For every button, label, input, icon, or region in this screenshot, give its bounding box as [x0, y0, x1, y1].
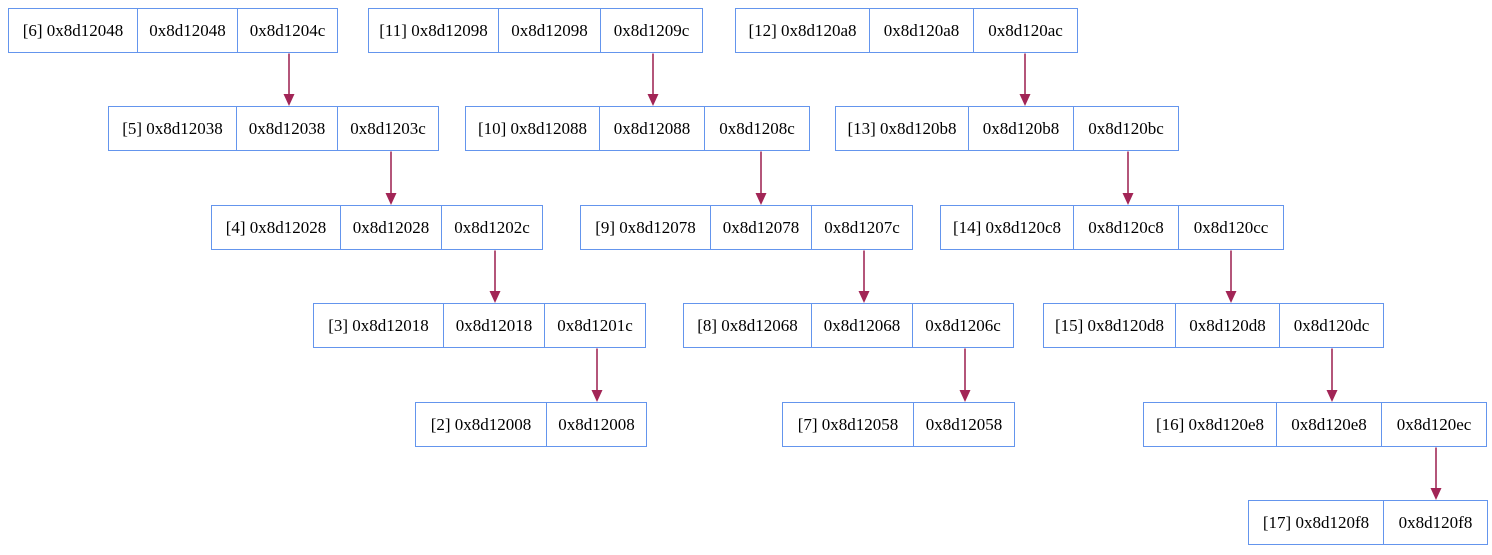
node-9-address-cell-1: 0x8d12078	[710, 205, 812, 250]
node-4-index-cell: [4] 0x8d12028	[211, 205, 341, 250]
node-15-address-cell-1: 0x8d120d8	[1175, 303, 1280, 348]
node-5-index-cell: [5] 0x8d12038	[108, 106, 237, 151]
node-11-address-cell-1: 0x8d12098	[498, 8, 601, 53]
edge-14-to-15-arrowhead-icon	[1225, 291, 1237, 303]
edge-3-to-2-arrowhead-icon	[591, 390, 603, 402]
node-11-index-cell: [11] 0x8d12098	[368, 8, 499, 53]
node-14-address-cell-1: 0x8d120c8	[1073, 205, 1179, 250]
node-11-address-cell-2: 0x8d1209c	[600, 8, 703, 53]
node-9-index-cell: [9] 0x8d12078	[580, 205, 711, 250]
node-10-address-cell-1: 0x8d12088	[599, 106, 705, 151]
edge-11-to-10-arrowhead-icon	[647, 94, 659, 106]
node-17-index-cell: [17] 0x8d120f8	[1248, 500, 1384, 545]
node-13-address-cell-1: 0x8d120b8	[968, 106, 1074, 151]
node-12-index-cell: [12] 0x8d120a8	[735, 8, 870, 53]
node-2-address-cell-1: 0x8d12008	[546, 402, 647, 447]
node-12-address-cell-2: 0x8d120ac	[973, 8, 1078, 53]
node-6-index-cell: [6] 0x8d12048	[8, 8, 138, 53]
node-16-index-cell: [16] 0x8d120e8	[1143, 402, 1277, 447]
node-16-address-cell-2: 0x8d120ec	[1381, 402, 1487, 447]
node-3-address-cell-2: 0x8d1201c	[544, 303, 646, 348]
node-8-index-cell: [8] 0x8d12068	[683, 303, 812, 348]
node-3-address-cell-1: 0x8d12018	[443, 303, 545, 348]
node-12-address-cell-1: 0x8d120a8	[869, 8, 974, 53]
edge-8-to-7-arrowhead-icon	[959, 390, 971, 402]
node-6-address-cell-1: 0x8d12048	[137, 8, 238, 53]
node-14-index-cell: [14] 0x8d120c8	[940, 205, 1074, 250]
node-10-index-cell: [10] 0x8d12088	[465, 106, 600, 151]
node-4-address-cell-1: 0x8d12028	[340, 205, 442, 250]
node-13-index-cell: [13] 0x8d120b8	[835, 106, 969, 151]
edge-6-to-5-arrowhead-icon	[283, 94, 295, 106]
node-14-address-cell-2: 0x8d120cc	[1178, 205, 1284, 250]
node-5-address-cell-2: 0x8d1203c	[337, 106, 439, 151]
node-13-address-cell-2: 0x8d120bc	[1073, 106, 1179, 151]
node-2-index-cell: [2] 0x8d12008	[415, 402, 547, 447]
edge-9-to-8-arrowhead-icon	[858, 291, 870, 303]
node-8-address-cell-2: 0x8d1206c	[912, 303, 1014, 348]
edge-15-to-16-arrowhead-icon	[1326, 390, 1338, 402]
node-15-index-cell: [15] 0x8d120d8	[1043, 303, 1176, 348]
node-7-index-cell: [7] 0x8d12058	[782, 402, 914, 447]
node-3-index-cell: [3] 0x8d12018	[313, 303, 444, 348]
node-4-address-cell-2: 0x8d1202c	[441, 205, 543, 250]
node-16-address-cell-1: 0x8d120e8	[1276, 402, 1382, 447]
edge-5-to-4-arrowhead-icon	[385, 193, 397, 205]
node-15-address-cell-2: 0x8d120dc	[1279, 303, 1384, 348]
node-17-address-cell-1: 0x8d120f8	[1383, 500, 1488, 545]
edge-4-to-3-arrowhead-icon	[489, 291, 501, 303]
node-6-address-cell-2: 0x8d1204c	[237, 8, 338, 53]
node-10-address-cell-2: 0x8d1208c	[704, 106, 810, 151]
edge-13-to-14-arrowhead-icon	[1122, 193, 1134, 205]
node-5-address-cell-1: 0x8d12038	[236, 106, 338, 151]
node-9-address-cell-2: 0x8d1207c	[811, 205, 913, 250]
node-7-address-cell-1: 0x8d12058	[913, 402, 1015, 447]
edge-12-to-13-arrowhead-icon	[1019, 94, 1031, 106]
edge-16-to-17-arrowhead-icon	[1430, 488, 1442, 500]
node-8-address-cell-1: 0x8d12068	[811, 303, 913, 348]
edge-10-to-9-arrowhead-icon	[755, 193, 767, 205]
